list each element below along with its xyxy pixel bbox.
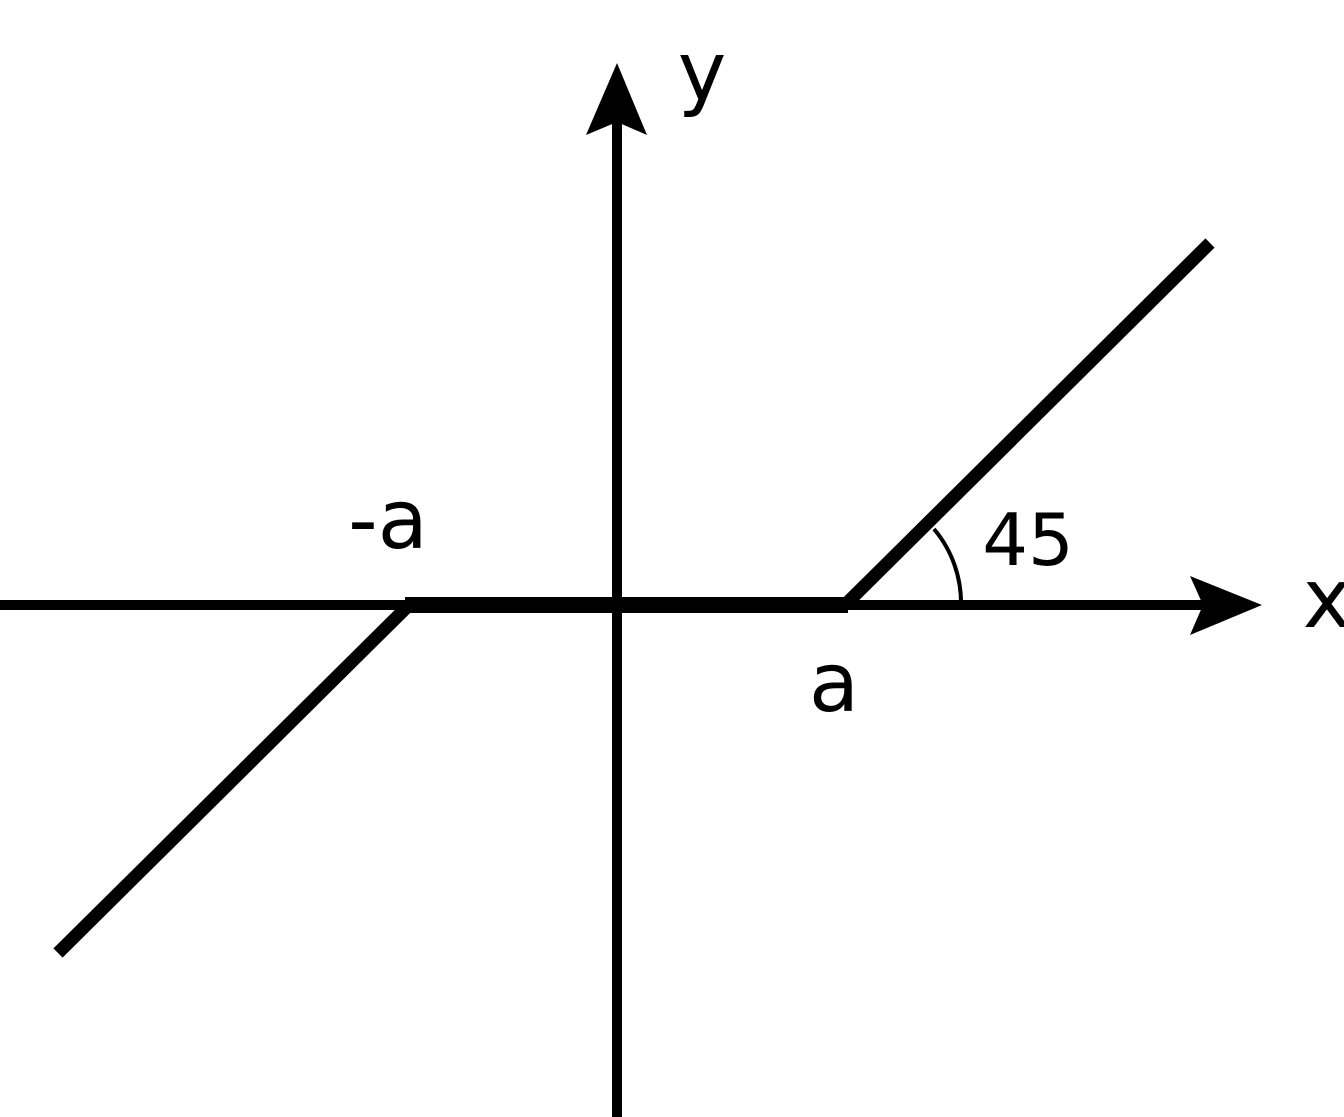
right-slope-line (841, 238, 1215, 609)
y-axis-label: y (678, 25, 727, 120)
angle-arc (932, 527, 964, 606)
angle-label: 45 (982, 498, 1074, 582)
neg-a-label: -a (348, 473, 428, 568)
x-axis-label: x (1303, 552, 1344, 647)
pos-a-label: a (809, 636, 859, 731)
y-axis-arrowhead (586, 63, 647, 135)
left-slope-line (53, 601, 413, 958)
x-axis-arrowhead (1190, 576, 1262, 635)
